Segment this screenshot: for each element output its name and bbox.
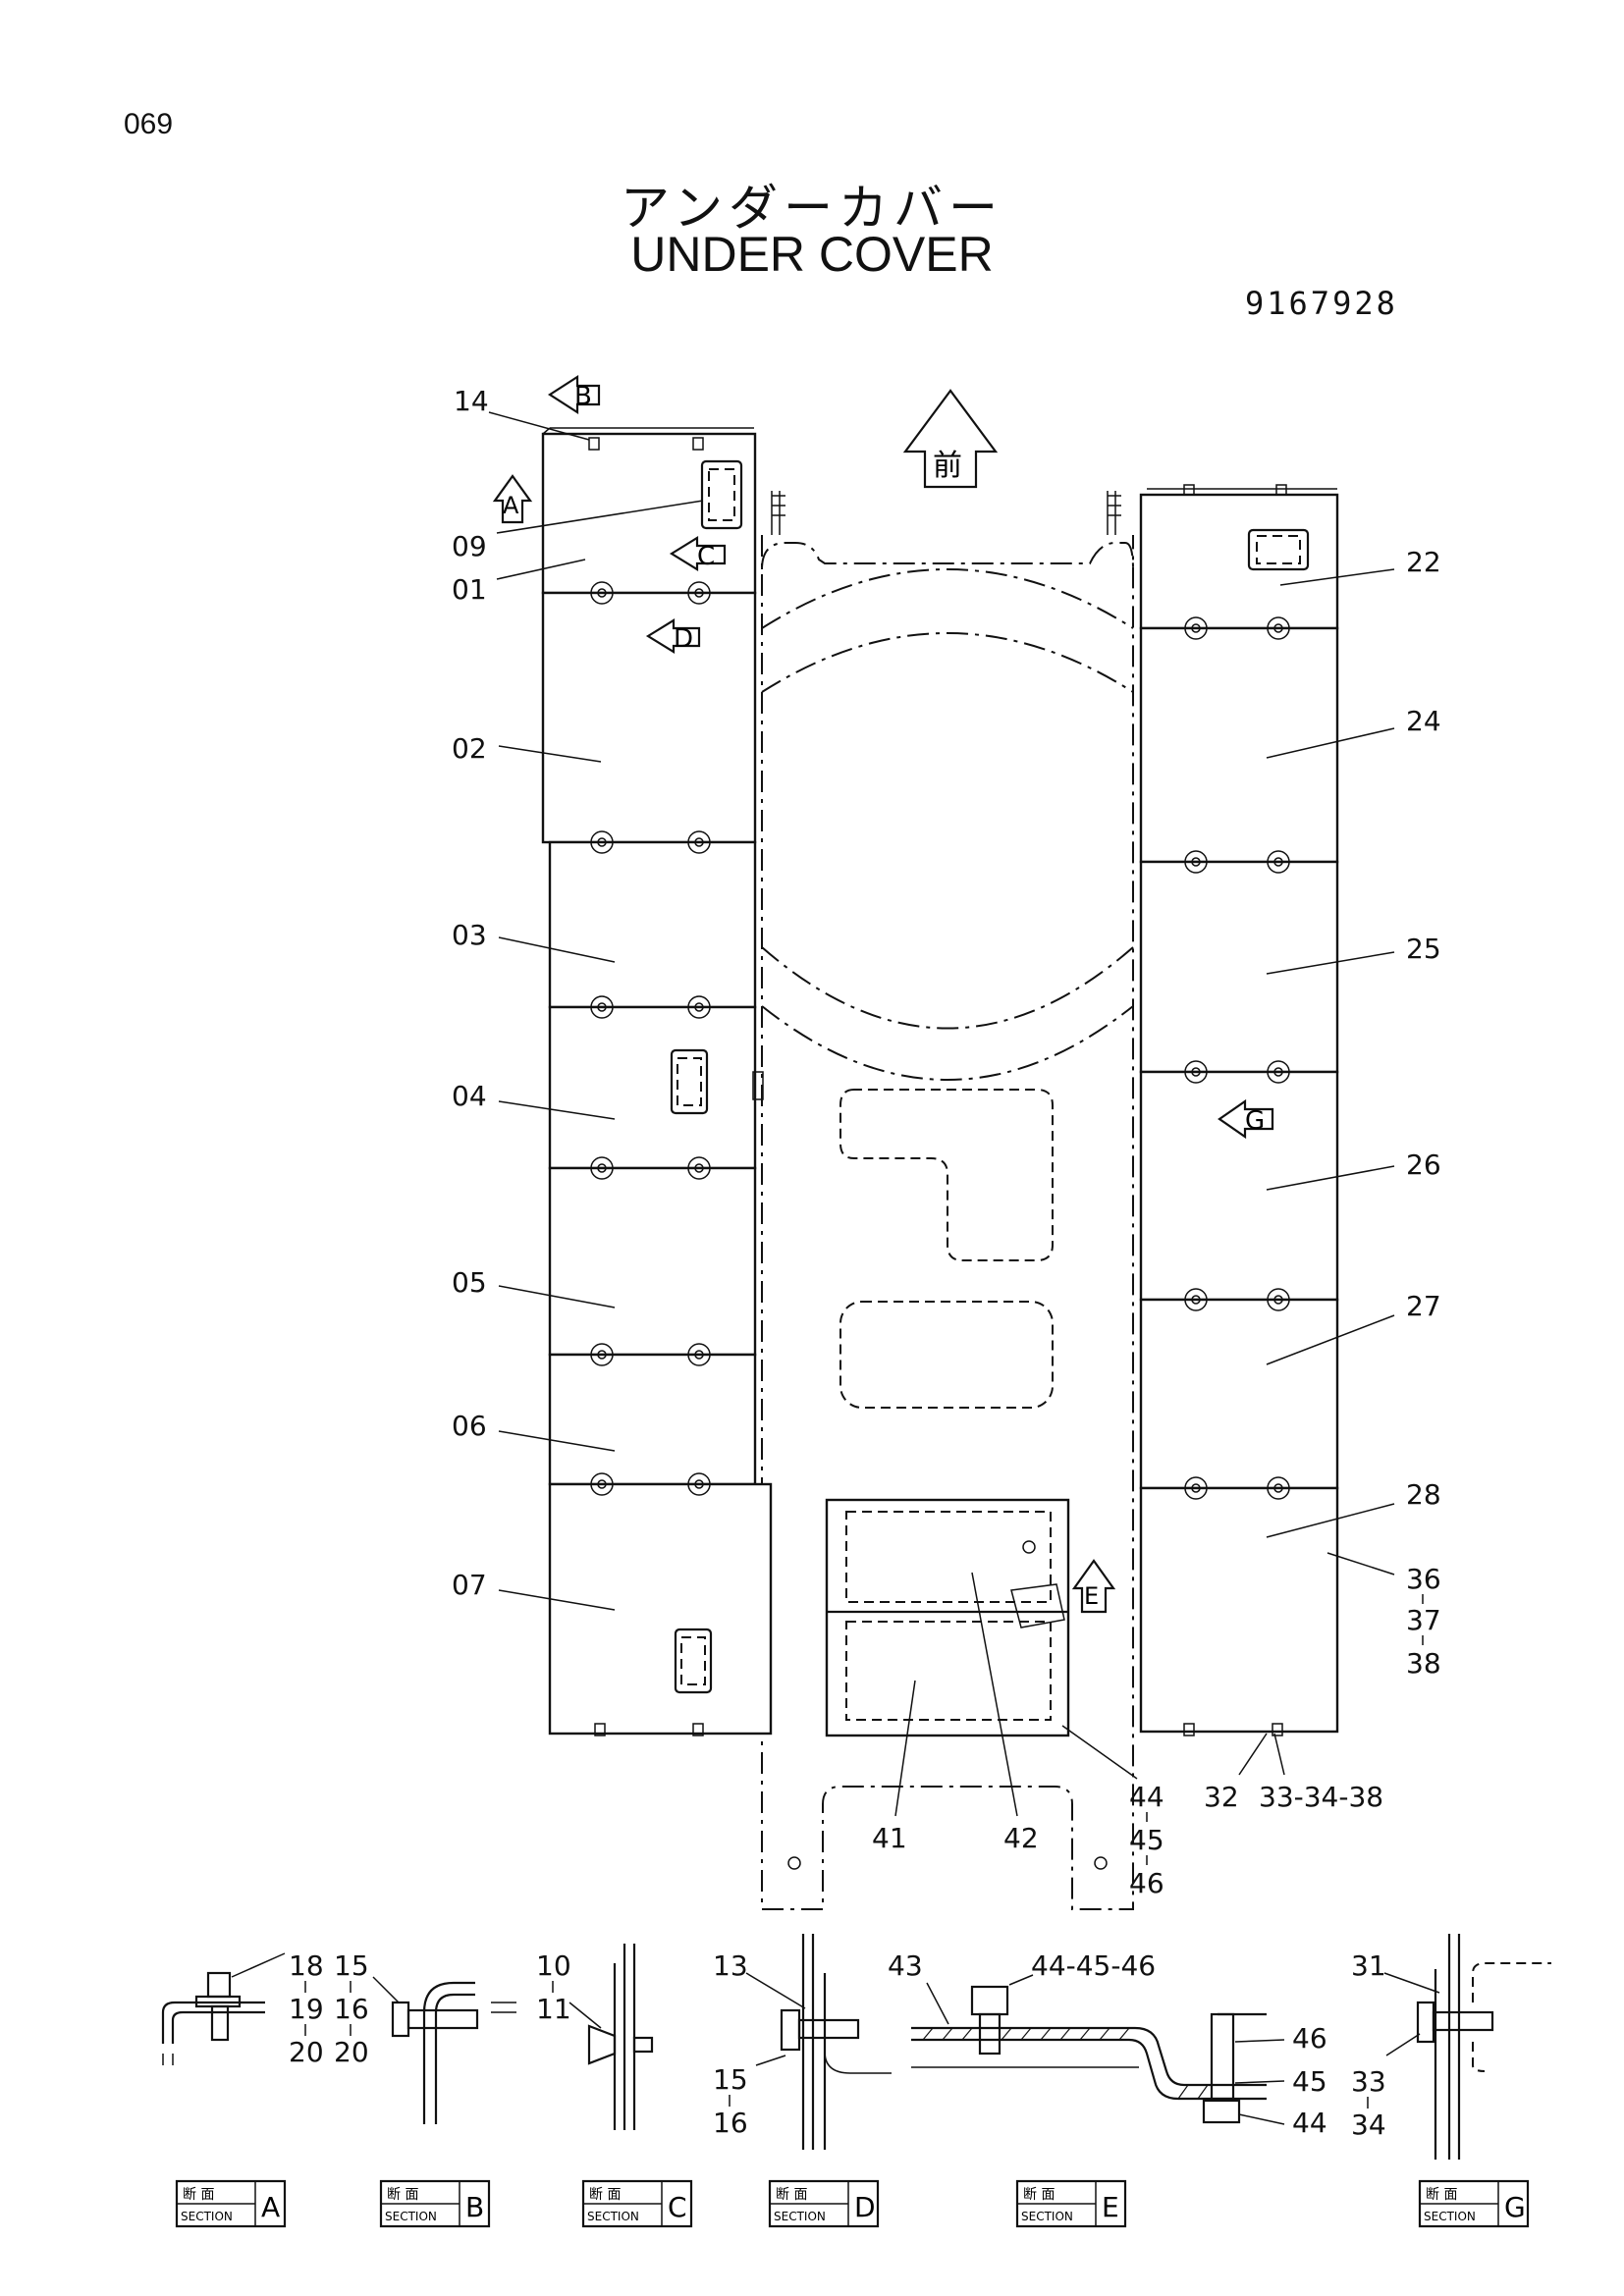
part-number: 9167928 xyxy=(1245,285,1398,322)
view-c-label: C xyxy=(697,542,715,571)
view-arrow-e: E xyxy=(1071,1559,1116,1614)
right-cover-stack xyxy=(1139,484,1339,1736)
view-arrow-b: B xyxy=(547,374,601,415)
section-label-b: 断 面 SECTION B xyxy=(379,2179,491,2228)
section-label-e: 断 面 SECTION E xyxy=(1015,2179,1127,2228)
callout-04: 04 xyxy=(452,1080,487,1112)
sec-g-callout-31: 31 xyxy=(1351,1949,1386,1982)
sec-d-callout-15: 15 xyxy=(713,2063,748,2096)
section-a-detail: 18 19 20 xyxy=(161,1949,324,2068)
section-g-ja: 断 面 xyxy=(1426,2187,1457,2203)
callout-27: 27 xyxy=(1406,1290,1441,1322)
section-g-letter: G xyxy=(1504,2191,1526,2223)
callout-25: 25 xyxy=(1406,933,1441,965)
center-frame xyxy=(761,491,1134,1910)
callout-33-34-38: 33-34-38 xyxy=(1259,1781,1383,1813)
section-d-detail: 13 15 16 xyxy=(713,1934,892,2150)
section-c-ja: 断 面 xyxy=(589,2187,621,2203)
sec-c-callout-10: 10 xyxy=(536,1949,571,1982)
view-arrow-a: A xyxy=(492,474,533,524)
title-japanese: アンダーカバー xyxy=(621,180,1003,237)
front-direction-arrow: 前 xyxy=(902,389,999,489)
sec-g-callout-34: 34 xyxy=(1351,2109,1386,2141)
section-c-letter: C xyxy=(668,2191,687,2223)
page-number: 069 xyxy=(124,108,174,140)
section-b-ja: 断 面 xyxy=(387,2187,418,2203)
callout-09: 09 xyxy=(452,530,487,562)
section-e-en: SECTION xyxy=(1021,2210,1073,2223)
callout-38: 38 xyxy=(1406,1647,1441,1680)
main-callouts: 14 09 01 02 03 04 05 06 07 22 24 25 26 2… xyxy=(452,385,1441,1899)
sec-e-callout-44: 44 xyxy=(1292,2107,1327,2139)
sec-a-callout-20: 20 xyxy=(289,2036,324,2068)
section-label-d: 断 面 SECTION D xyxy=(768,2179,880,2228)
view-g-label: G xyxy=(1245,1106,1265,1136)
section-label-g: 断 面 SECTION G xyxy=(1418,2179,1530,2228)
sec-e-callout-44-45-46: 44-45-46 xyxy=(1031,1949,1156,1982)
section-d-ja: 断 面 xyxy=(776,2187,807,2203)
callout-14: 14 xyxy=(454,385,489,417)
sec-e-callout-45: 45 xyxy=(1292,2065,1327,2098)
section-label-a: 断 面 SECTION A xyxy=(175,2179,287,2228)
section-c-en: SECTION xyxy=(587,2210,639,2223)
section-d-letter: D xyxy=(854,2191,876,2223)
callout-36: 36 xyxy=(1406,1563,1441,1595)
section-a-letter: A xyxy=(261,2191,280,2223)
left-cover-stack xyxy=(541,427,773,1736)
callout-03: 03 xyxy=(452,919,487,951)
sec-d-callout-16: 16 xyxy=(713,2107,748,2139)
view-arrow-g: G xyxy=(1218,1098,1274,1140)
section-e-letter: E xyxy=(1102,2191,1119,2223)
callout-45: 45 xyxy=(1129,1824,1164,1856)
view-arrow-d: D xyxy=(645,618,701,654)
view-e-label: E xyxy=(1084,1582,1099,1610)
sec-g-callout-33: 33 xyxy=(1351,2065,1386,2098)
view-a-label: A xyxy=(503,492,519,519)
section-b-detail: 15 16 20 xyxy=(334,1949,516,2124)
callout-37: 37 xyxy=(1406,1604,1441,1636)
view-d-label: D xyxy=(674,624,693,654)
sec-d-callout-13: 13 xyxy=(713,1949,748,1982)
sec-b-callout-16: 16 xyxy=(334,1993,369,2025)
center-inspection-covers xyxy=(825,1498,1070,1737)
callout-07: 07 xyxy=(452,1569,487,1601)
section-b-en: SECTION xyxy=(385,2210,437,2223)
callout-01: 01 xyxy=(452,573,487,606)
section-d-en: SECTION xyxy=(774,2210,826,2223)
callout-46: 46 xyxy=(1129,1867,1164,1899)
sec-e-callout-46: 46 xyxy=(1292,2022,1327,2055)
sec-c-callout-11: 11 xyxy=(536,1993,571,2025)
callout-06: 06 xyxy=(452,1410,487,1442)
view-b-label: B xyxy=(574,382,592,411)
title-english: UNDER COVER xyxy=(630,227,994,282)
view-arrow-c: C xyxy=(669,536,727,571)
callout-02: 02 xyxy=(452,732,487,765)
section-a-en: SECTION xyxy=(181,2210,233,2223)
sec-b-callout-20: 20 xyxy=(334,2036,369,2068)
sec-b-callout-15: 15 xyxy=(334,1949,369,1982)
front-label: 前 xyxy=(933,449,962,483)
sec-a-callout-18: 18 xyxy=(289,1949,324,1982)
callout-32: 32 xyxy=(1204,1781,1239,1813)
callout-41: 41 xyxy=(872,1822,907,1854)
callout-28: 28 xyxy=(1406,1478,1441,1511)
callout-22: 22 xyxy=(1406,546,1441,578)
section-g-en: SECTION xyxy=(1424,2210,1476,2223)
callout-26: 26 xyxy=(1406,1148,1441,1181)
sec-e-callout-43: 43 xyxy=(888,1949,923,1982)
callout-42: 42 xyxy=(1003,1822,1039,1854)
section-e-ja: 断 面 xyxy=(1023,2187,1055,2203)
section-label-c: 断 面 SECTION C xyxy=(581,2179,693,2228)
section-c-detail: 10 11 xyxy=(536,1944,654,2130)
section-b-letter: B xyxy=(465,2191,484,2223)
section-g-detail: 31 33 34 xyxy=(1351,1934,1551,2160)
callout-05: 05 xyxy=(452,1266,487,1299)
section-e-detail: 43 44-45-46 46 45 44 xyxy=(888,1949,1327,2139)
section-a-ja: 断 面 xyxy=(183,2187,214,2203)
callout-44: 44 xyxy=(1129,1781,1164,1813)
sec-a-callout-19: 19 xyxy=(289,1993,324,2025)
callout-24: 24 xyxy=(1406,705,1441,737)
